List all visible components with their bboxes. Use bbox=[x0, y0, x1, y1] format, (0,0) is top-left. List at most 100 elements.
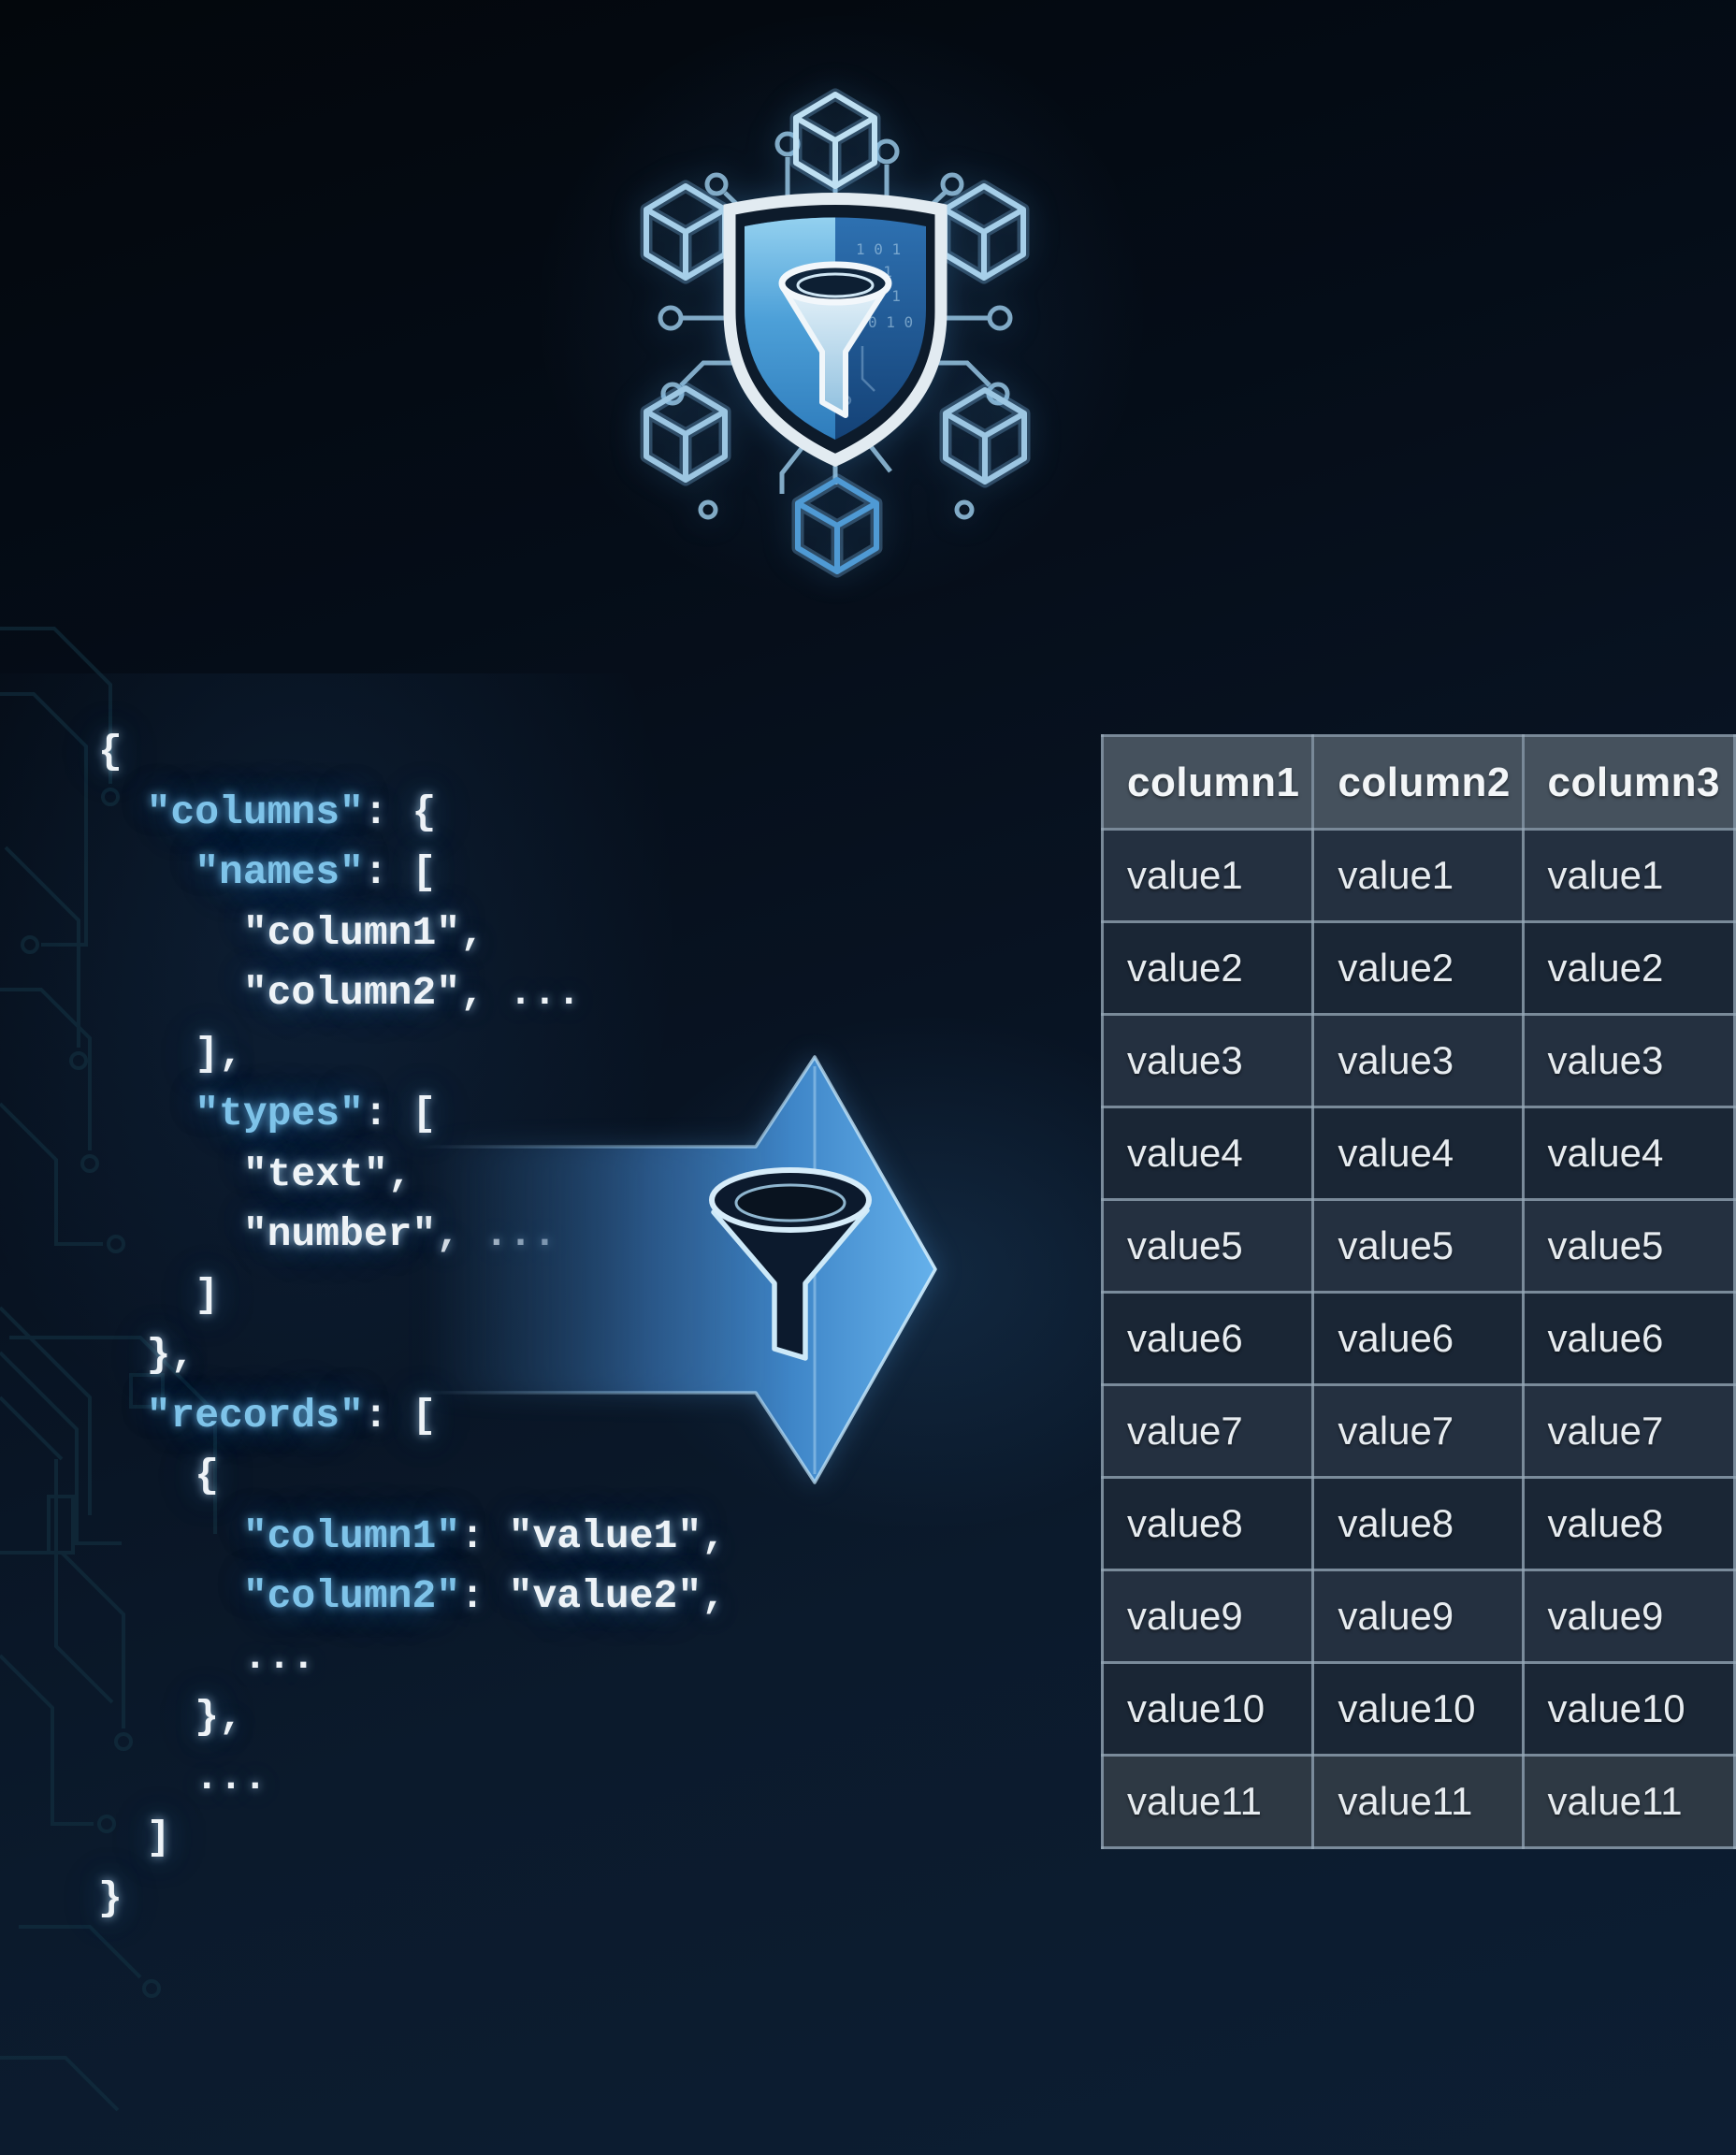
json-text: : "value1", bbox=[460, 1512, 726, 1559]
table-cell: value4 bbox=[1521, 1106, 1736, 1201]
table-cell: value1 bbox=[1100, 828, 1315, 923]
table-cell: value5 bbox=[1521, 1198, 1736, 1294]
table-cell: value7 bbox=[1100, 1383, 1315, 1479]
circuit-board-traces bbox=[0, 627, 217, 2112]
table-cell: value8 bbox=[1521, 1476, 1736, 1571]
table-cell: value10 bbox=[1521, 1661, 1736, 1757]
code-line: "column1": "value1", bbox=[98, 1507, 726, 1568]
json-text bbox=[98, 1091, 195, 1136]
json-text: }, bbox=[98, 1332, 195, 1378]
table-cell: value6 bbox=[1100, 1291, 1315, 1386]
code-line: ... bbox=[98, 1627, 726, 1688]
json-text bbox=[98, 849, 195, 895]
json-text: "text", bbox=[98, 1150, 412, 1197]
code-line: }, bbox=[98, 1687, 726, 1748]
code-line: "column2": "value2", bbox=[98, 1567, 726, 1627]
table-cell: value5 bbox=[1311, 1198, 1525, 1294]
code-line: } bbox=[98, 1869, 726, 1930]
json-code: { "columns": { "names": [ "column1", "co… bbox=[98, 722, 726, 1929]
code-line: ] bbox=[98, 1808, 726, 1869]
json-key: "types" bbox=[195, 1091, 364, 1136]
code-line: "column2", ... bbox=[98, 963, 726, 1024]
json-text bbox=[98, 1393, 147, 1439]
code-line: "records": [ bbox=[98, 1386, 726, 1447]
table-cell: value10 bbox=[1100, 1661, 1315, 1757]
table-cell: value7 bbox=[1521, 1383, 1736, 1479]
table-cell: value2 bbox=[1311, 920, 1525, 1016]
shield-funnel-logo: 1 0 1 0 1 1 1 0 1 0 bbox=[599, 70, 1076, 603]
table-cell: value6 bbox=[1521, 1291, 1736, 1386]
json-text bbox=[98, 1513, 243, 1559]
svg-text:1 0 1: 1 0 1 bbox=[856, 240, 901, 258]
table-cell: value3 bbox=[1100, 1013, 1315, 1108]
json-text: : { bbox=[363, 788, 437, 835]
json-key: "column2" bbox=[242, 1573, 461, 1619]
table-cell: value8 bbox=[1311, 1476, 1525, 1571]
json-text: ], bbox=[98, 1030, 243, 1077]
table-cell: value10 bbox=[1311, 1661, 1525, 1757]
table-cell: value11 bbox=[1311, 1754, 1525, 1849]
table-cell: value5 bbox=[1100, 1198, 1315, 1294]
table-header-cell: column2 bbox=[1311, 734, 1525, 831]
code-line: { bbox=[98, 1446, 726, 1507]
table-cell: value9 bbox=[1311, 1569, 1525, 1664]
code-line: "text", bbox=[98, 1145, 726, 1206]
code-line: "column1", bbox=[98, 904, 726, 964]
table-cell: value4 bbox=[1311, 1106, 1525, 1201]
table-cell: value11 bbox=[1521, 1754, 1736, 1849]
code-line: }, bbox=[98, 1325, 726, 1386]
table-cell: value1 bbox=[1521, 828, 1736, 923]
code-line: "types": [ bbox=[98, 1084, 726, 1145]
json-text: ] bbox=[98, 1815, 171, 1860]
table-header-cell: column1 bbox=[1100, 734, 1315, 831]
table-cell: value9 bbox=[1521, 1569, 1736, 1664]
table-cell: value1 bbox=[1311, 828, 1525, 923]
json-text: ] bbox=[98, 1271, 220, 1318]
json-text: }, bbox=[98, 1694, 243, 1740]
svg-text:0 1 0: 0 1 0 bbox=[868, 313, 913, 331]
json-text: { bbox=[98, 1453, 220, 1498]
table-cell: value6 bbox=[1311, 1291, 1525, 1386]
right-arrow-shape bbox=[417, 1055, 937, 1484]
table-cell: value2 bbox=[1100, 920, 1315, 1016]
table-cell: value11 bbox=[1100, 1754, 1315, 1849]
json-key: "column1" bbox=[242, 1512, 461, 1559]
code-line: ... bbox=[98, 1748, 726, 1809]
json-key: "records" bbox=[146, 1392, 364, 1439]
table-cell: value3 bbox=[1311, 1013, 1525, 1108]
code-line: "columns": { bbox=[98, 783, 726, 844]
json-text: : "value2", bbox=[460, 1573, 726, 1619]
json-text: } bbox=[98, 1874, 123, 1921]
json-key: "columns" bbox=[146, 788, 364, 835]
json-text: ... bbox=[98, 1754, 268, 1801]
code-line: "names": [ bbox=[98, 843, 726, 904]
table-cell: value9 bbox=[1100, 1569, 1315, 1664]
table-cell: value2 bbox=[1521, 920, 1736, 1016]
json-text: "column1", bbox=[98, 909, 485, 956]
json-text: "column2", ... bbox=[98, 970, 582, 1016]
json-text: { bbox=[98, 729, 123, 774]
json-key: "names" bbox=[195, 849, 364, 895]
table-header-cell: column3 bbox=[1521, 734, 1736, 831]
json-text: : [ bbox=[363, 1392, 437, 1439]
funnel-icon bbox=[709, 1167, 872, 1361]
code-line: { bbox=[98, 722, 726, 783]
json-text bbox=[98, 1573, 243, 1619]
filter-arrow bbox=[417, 1055, 937, 1484]
table-cell: value8 bbox=[1100, 1476, 1315, 1571]
json-text bbox=[98, 789, 147, 835]
